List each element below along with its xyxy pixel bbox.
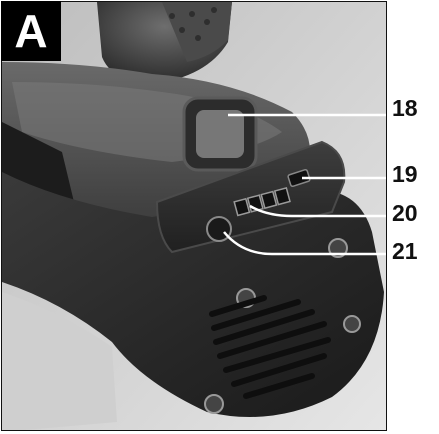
grip-texture <box>162 2 232 62</box>
screw-bottom <box>204 394 224 414</box>
callout-20: 20 <box>392 200 418 226</box>
lower-body <box>2 172 384 417</box>
leader-lines <box>223 113 386 256</box>
tool-illustration <box>2 2 386 430</box>
callout-18: 18 <box>392 95 418 121</box>
illustration-frame <box>1 1 387 431</box>
vent-slots <box>209 295 331 399</box>
screw-right <box>328 238 348 258</box>
panel-label: A <box>1 1 61 61</box>
dust-port-latch-inner <box>196 110 244 158</box>
callout-21: 21 <box>392 238 418 264</box>
indicator-window <box>287 168 311 188</box>
status-leds <box>233 187 291 217</box>
base-pad <box>2 292 117 430</box>
grip-dots <box>169 7 217 41</box>
callout-19: 19 <box>392 161 418 187</box>
screw-far-right <box>343 315 361 333</box>
